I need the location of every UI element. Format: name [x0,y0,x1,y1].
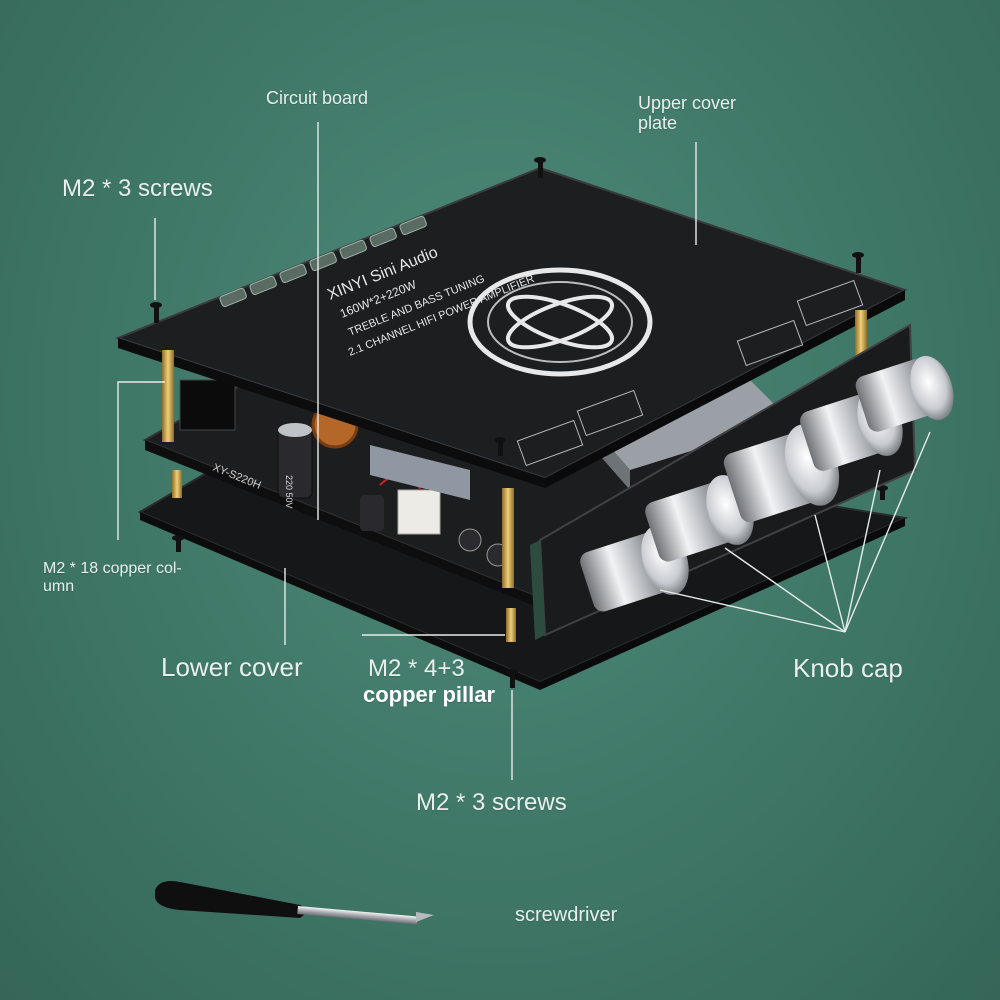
label-upper-cover-line1: Upper cover [638,93,737,113]
label-m2-3-screws-bottom: M2 * 3 screws [416,789,567,816]
copper-pillar-center [506,608,516,642]
label-m2-18-line2: umn [43,577,75,595]
copper-pillar-left [172,470,182,498]
screw-top-right [852,252,864,273]
wire-connector [397,489,441,535]
label-upper-cover-plate: Upper cover plate [638,93,736,133]
label-lower-cover: Lower cover [161,652,303,682]
leader-knob-3 [814,514,846,633]
leader-knob-1 [659,589,846,633]
screw-top-left [150,302,162,323]
label-m2-18-copper-column: M2 * 18 copper col- umn [43,560,182,596]
label-upper-cover-line2: plate [638,113,678,134]
brand-logo [467,267,653,377]
screwdriver [155,881,434,925]
screw-bottom-left [172,535,184,552]
label-m2-18-line1: M2 * 18 copper col- [43,560,182,577]
leader-lines [117,122,931,780]
label-knob-cap: Knob cap [793,653,903,683]
label-m2-43-line1: M2 * 4+3 [368,655,465,682]
svg-text:220 50V: 220 50V [284,475,294,509]
label-m2-3-screws-top: M2 * 3 screws [62,175,213,202]
screw-bottom-center [506,669,518,688]
leader-knob-4 [844,469,881,633]
screw-top-center [534,157,546,178]
label-m2-43-line2: copper pillar [363,681,496,707]
label-screwdriver: screwdriver [515,904,618,926]
copper-column-center [502,488,514,588]
leader-knob-2 [724,547,846,633]
electrolytic-capacitor: 220 50V [277,423,313,509]
copper-column-left [162,350,174,442]
label-circuit-board: Circuit board [266,88,369,108]
dc-power-jack [179,379,236,431]
indicator-pads [219,215,427,308]
copper-columns [162,310,867,642]
leader-knob-5 [844,431,931,633]
knob-caps [580,356,954,612]
knob-cap-5 [855,356,954,432]
screw-mid [494,437,506,456]
upper-cover-plate: XINYI Sini Audio 160W*2+220W TREBLE AND … [115,166,908,488]
screws [150,157,888,688]
label-m2-4-3-copper-pillar: M2 * 4+3 copper pillar [363,655,495,708]
leader-m2-18 [117,381,165,540]
